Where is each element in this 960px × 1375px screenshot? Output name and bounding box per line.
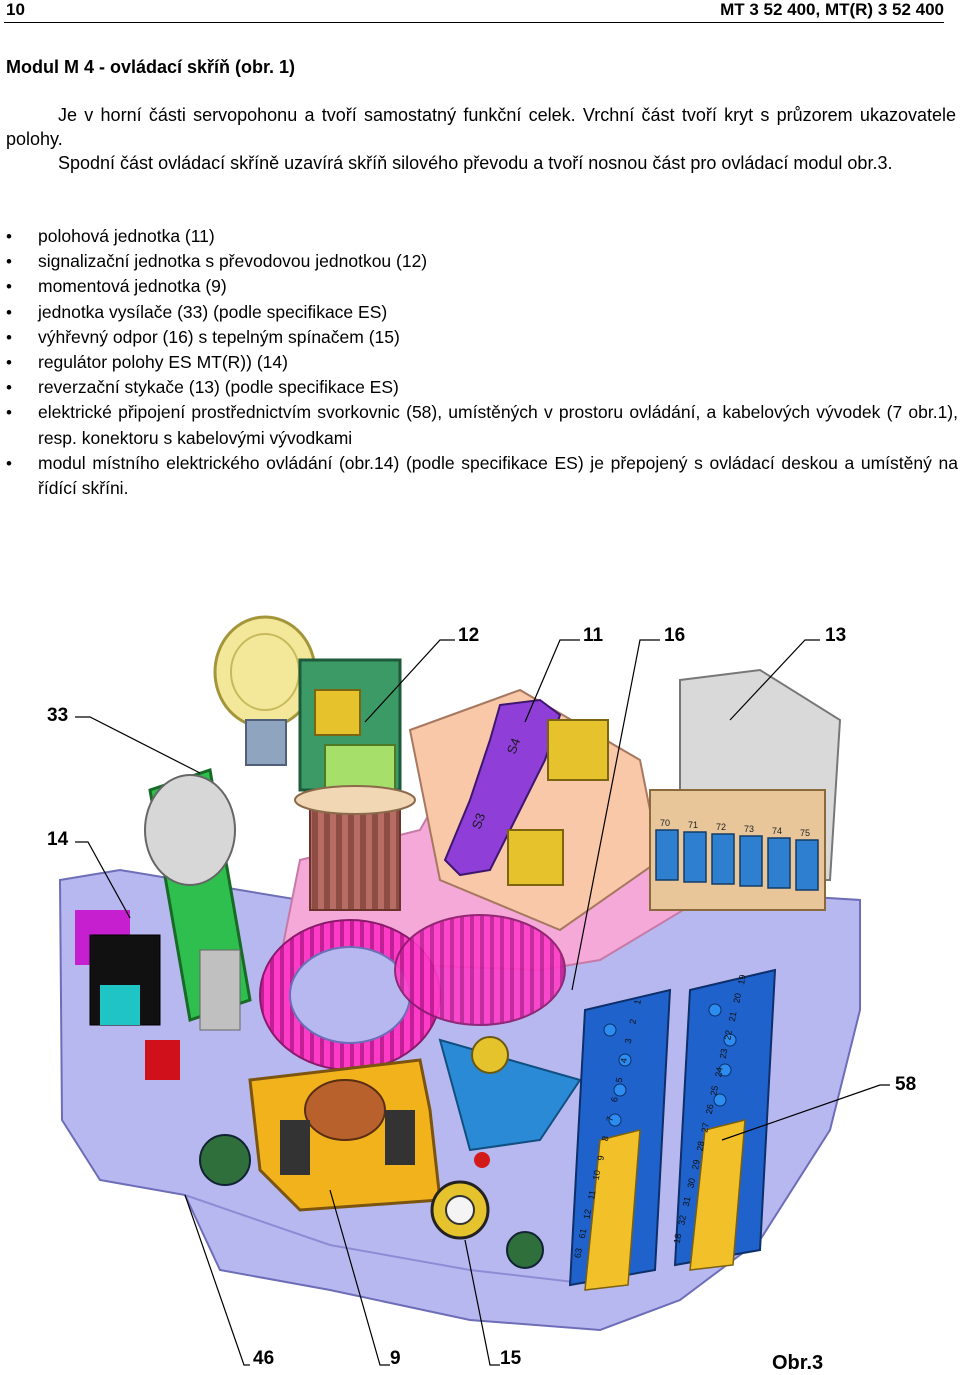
callout-46: 46 bbox=[253, 1348, 275, 1369]
list-item: jednotka vysílače (33) (podle specifikac… bbox=[0, 300, 958, 325]
figure-caption: Obr.3 bbox=[772, 1352, 824, 1374]
position-unit-bar bbox=[443, 698, 562, 877]
strip-number: 23 bbox=[718, 1048, 730, 1060]
strip-number: 26 bbox=[704, 1103, 716, 1115]
strip-number: 61 bbox=[577, 1228, 589, 1240]
list-item: signalizační jednotka s převodovou jedno… bbox=[0, 249, 958, 274]
strip-number: 8 bbox=[600, 1135, 611, 1142]
strip-number: 31 bbox=[681, 1196, 693, 1208]
strip-number: 12 bbox=[582, 1208, 594, 1220]
callout-9: 9 bbox=[390, 1348, 401, 1369]
relay-terminal-number: 70 bbox=[660, 818, 670, 828]
strip-number: 18 bbox=[672, 1233, 684, 1245]
strip-number: 2 bbox=[628, 1018, 639, 1025]
document-code: MT 3 52 400, MT(R) 3 52 400 bbox=[720, 0, 944, 19]
relay-terminal-number: 72 bbox=[716, 822, 726, 832]
callout-14: 14 bbox=[47, 829, 69, 850]
strip-number: 9 bbox=[595, 1155, 606, 1162]
strip-number: 28 bbox=[695, 1140, 707, 1152]
strip-number: 27 bbox=[699, 1122, 711, 1134]
list-item: reverzační stykače (13) (podle specifika… bbox=[0, 375, 958, 400]
strip-number: 19 bbox=[736, 974, 748, 986]
strip-number: 63 bbox=[572, 1247, 584, 1259]
strip-number: 30 bbox=[686, 1177, 698, 1189]
sector-plate bbox=[438, 1038, 582, 1152]
page-header: 10 MT 3 52 400, MT(R) 3 52 400 bbox=[4, 0, 944, 23]
s4-label: S4 bbox=[504, 736, 524, 756]
blue-terminals bbox=[655, 829, 819, 891]
paragraph: Spodní část ovládací skříně uzavírá skří… bbox=[58, 153, 893, 173]
control-module-figure: S4 S3 bbox=[58, 615, 890, 1366]
strip-number: 25 bbox=[709, 1085, 721, 1097]
relay-terminal-number: 71 bbox=[688, 820, 698, 830]
callout-leaders bbox=[75, 639, 890, 1366]
strip-number: 11 bbox=[586, 1189, 597, 1200]
s3-label: S3 bbox=[469, 811, 489, 831]
callout-58: 58 bbox=[895, 1074, 917, 1095]
strip-number: 6 bbox=[609, 1096, 620, 1103]
strip-number: 24 bbox=[713, 1066, 725, 1078]
list-item: polohová jednotka (11) bbox=[0, 224, 958, 249]
section-title: Modul M 4 - ovládací skříň (obr. 1) bbox=[6, 57, 296, 77]
strip-number: 10 bbox=[591, 1169, 603, 1181]
relay-terminal-number: 75 bbox=[800, 828, 810, 838]
strip-number: 7 bbox=[605, 1116, 616, 1123]
terminal-studs bbox=[603, 1003, 737, 1127]
callout-33: 33 bbox=[47, 705, 69, 726]
page-number: 10 bbox=[6, 0, 25, 19]
relay-terminal-number: 74 bbox=[772, 826, 782, 836]
list-item: elektrické připojení prostřednictvím svo… bbox=[0, 400, 958, 450]
component-list: polohová jednotka (11) signalizační jedn… bbox=[0, 224, 958, 501]
relay-terminal-number: 73 bbox=[744, 824, 754, 834]
callout-13: 13 bbox=[825, 625, 847, 646]
strip-number: 1 bbox=[632, 999, 643, 1006]
strip-number: 22 bbox=[722, 1029, 734, 1041]
list-item: výhřevný odpor (16) s tepelným spínačem … bbox=[0, 325, 958, 350]
strip-number: 5 bbox=[614, 1077, 625, 1084]
callout-11: 11 bbox=[583, 625, 604, 646]
list-item: modul místního elektrického ovládání (ob… bbox=[0, 451, 958, 501]
paragraph: Je v horní části servopohonu a tvoří sam… bbox=[6, 105, 956, 149]
callout-15: 15 bbox=[500, 1348, 522, 1369]
strip-number: 21 bbox=[727, 1011, 739, 1023]
list-item: regulátor polohy ES MT(R)) (14) bbox=[0, 350, 958, 375]
strip-number: 32 bbox=[676, 1214, 688, 1226]
strip-number: 4 bbox=[618, 1057, 629, 1064]
callout-16: 16 bbox=[664, 625, 686, 646]
strip-number: 29 bbox=[690, 1159, 702, 1171]
callout-12: 12 bbox=[458, 625, 480, 646]
list-item: momentová jednotka (9) bbox=[0, 274, 958, 299]
strip-number: 3 bbox=[623, 1038, 634, 1045]
strip-number: 20 bbox=[732, 992, 744, 1004]
